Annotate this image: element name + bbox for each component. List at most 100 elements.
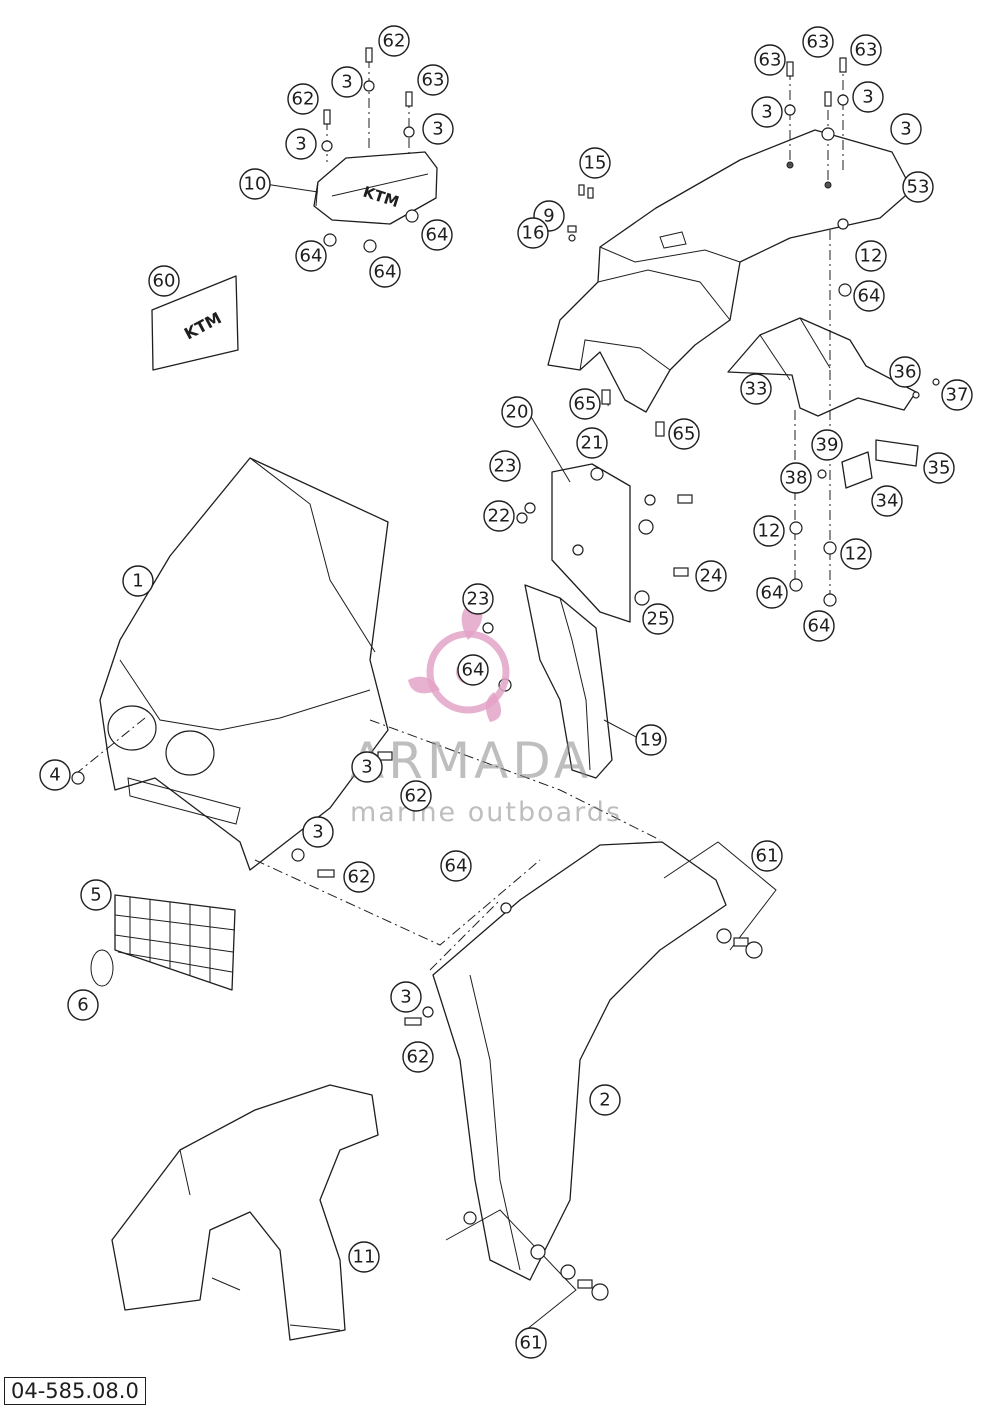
callout-60: 60 [148,265,180,297]
callout-2: 2 [589,1084,621,1116]
callout-circle [302,816,334,848]
callout-number: 35 [928,458,951,479]
callout-20: 20 [501,396,533,428]
callout-circle [295,240,327,272]
callout-33: 33 [740,373,772,405]
callout-circle [457,654,489,686]
callout-35: 35 [923,452,955,484]
callout-number: 3 [900,119,911,140]
document-code: 04-585.08.0 [4,1377,146,1405]
callout-circle [378,25,410,57]
callout-circle [802,26,834,58]
callout-number: 4 [49,765,60,786]
callout-number: 33 [745,379,768,400]
callout-circle [811,429,843,461]
callout-62: 62 [402,1041,434,1073]
callout-circle [871,485,903,517]
callout-circle [287,83,319,115]
callout-number: 53 [907,177,930,198]
callout-62: 62 [378,25,410,57]
callout-36: 36 [889,356,921,388]
callout-number: 65 [673,424,696,445]
callout-number: 64 [300,246,323,267]
callout-3: 3 [890,113,922,145]
side-panel-part-2[interactable] [432,841,727,1281]
headlight-mask-part-1[interactable] [99,457,389,871]
callout-circle [122,565,154,597]
callout-65: 65 [569,388,601,420]
callout-circle [402,1041,434,1073]
callout-circle [668,418,700,450]
callout-39: 39 [811,429,843,461]
callout-number: 12 [758,521,781,542]
callout-circle [422,113,454,145]
callout-number: 62 [292,89,315,110]
callout-circle [840,538,872,570]
callout-62: 62 [400,780,432,812]
callout-53: 53 [902,171,934,203]
callout-number: 21 [581,433,604,454]
callout-number: 61 [756,846,779,867]
o-ring-part-6[interactable] [90,949,114,987]
callout-number: 9 [543,206,554,227]
callout-number: 62 [407,1047,430,1068]
callout-number: 23 [494,456,517,477]
rear-panel-part-20[interactable] [551,463,654,623]
callout-number: 12 [845,544,868,565]
seat-part-10[interactable]: KTM [313,151,438,225]
callout-circle [751,840,783,872]
callout-37: 37 [941,379,973,411]
callout-62: 62 [287,83,319,115]
callout-circle [756,577,788,609]
front-fender-part-11[interactable] [111,1084,379,1341]
callout-12: 12 [855,240,887,272]
callout-3: 3 [852,81,884,113]
callout-circle [941,379,973,411]
callout-number: 3 [432,119,443,140]
callout-16: 16 [517,217,549,249]
inner-mudflap-part-19[interactable] [524,584,613,779]
callout-number: 63 [807,32,830,53]
callout-23: 23 [462,583,494,615]
callout-5: 5 [80,879,112,911]
callout-circle [348,1241,380,1273]
grille-part-5[interactable] [114,894,236,991]
callout-3: 3 [285,128,317,160]
callout-number: 62 [383,31,406,52]
watermark-tagline: marine outboards [350,797,622,828]
callout-circle [501,396,533,428]
callout-number: 63 [855,40,878,61]
callout-12: 12 [840,538,872,570]
callout-number: 12 [860,246,883,267]
callout-number: 64 [858,286,881,307]
callout-21: 21 [576,427,608,459]
callout-number: 19 [640,730,663,751]
tank-cover-part-60[interactable]: KTM [151,275,239,371]
callout-number: 34 [876,491,899,512]
callout-number: 61 [520,1333,543,1354]
license-plate-bracket-34[interactable] [841,451,873,489]
callout-10: 10 [239,168,271,200]
callout-circle [67,989,99,1021]
callout-number: 60 [153,271,176,292]
callout-4: 4 [39,759,71,791]
callout-circle [754,44,786,76]
callout-circle [39,759,71,791]
callout-34: 34 [871,485,903,517]
callout-number: 1 [132,571,143,592]
rear-fender-part-53[interactable] [547,129,913,413]
callout-circle [440,850,472,882]
callout-63: 63 [754,44,786,76]
callout-circle [923,452,955,484]
callout-circle [889,356,921,388]
callout-22: 22 [483,500,515,532]
callout-number: 3 [361,757,372,778]
license-light-part-35[interactable] [875,439,919,467]
callout-circle [285,128,317,160]
callout-63: 63 [802,26,834,58]
callout-number: 16 [522,223,545,244]
callout-number: 3 [312,822,323,843]
callout-62: 62 [343,861,375,893]
rear-mudguard-part-33[interactable] [727,317,917,417]
callout-11: 11 [348,1241,380,1273]
